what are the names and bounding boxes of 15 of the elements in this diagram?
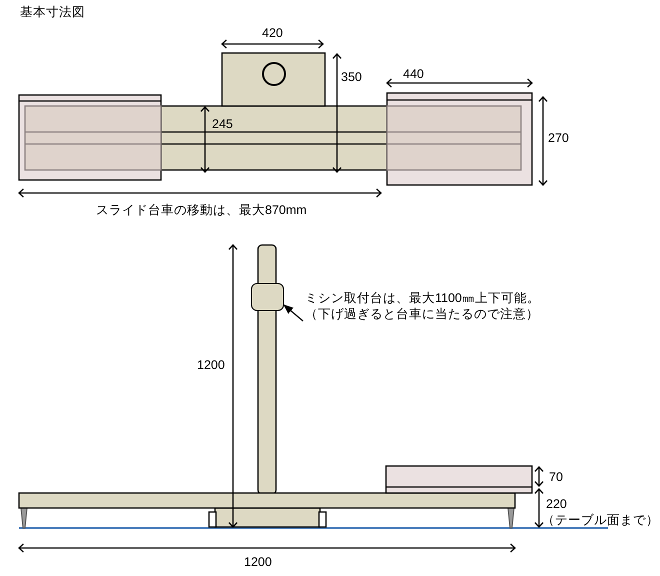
dimension-label: 220 <box>546 497 567 512</box>
dimension-label: 1200 <box>244 555 272 570</box>
dimension-label: 440 <box>403 67 424 82</box>
callout-text: ミシン取付台は、最大1100㎜上下可能。（下げ過ぎると台車に当たるので注意） <box>305 290 550 322</box>
dimension-label: 420 <box>262 26 283 41</box>
dimension-label: 245 <box>212 117 233 132</box>
dimension-label: 1200 <box>197 358 225 373</box>
title: 基本寸法図 <box>20 5 85 20</box>
leader-line <box>283 304 304 322</box>
dimension-label: 270 <box>548 131 569 146</box>
dimension-label: （テーブル面まで） <box>542 513 659 528</box>
machine-mount <box>251 283 284 311</box>
dimension-label: 70 <box>549 470 563 485</box>
dimension-label: スライド台車の移動は、最大870mm <box>96 203 307 218</box>
dimension-label: 350 <box>341 70 362 85</box>
